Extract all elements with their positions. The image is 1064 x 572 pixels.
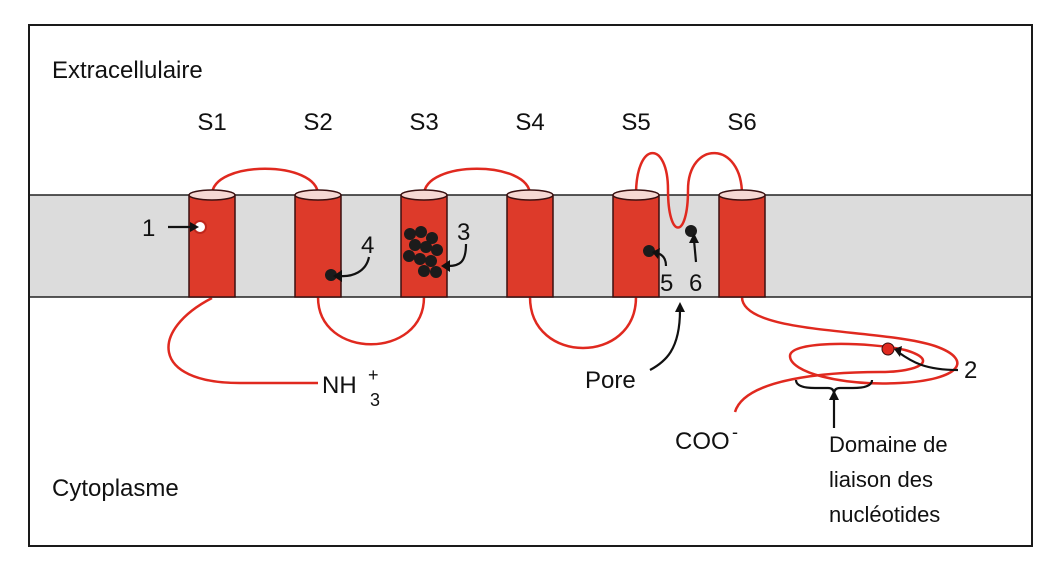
- site-arrows: [168, 225, 959, 428]
- site-label-6: 6: [689, 270, 702, 297]
- n-terminus-label: NH + 3: [322, 365, 380, 410]
- segment-label-s3: S3: [409, 109, 438, 136]
- c-terminus-label: COO -: [675, 422, 738, 455]
- site-label-5: 5: [660, 270, 673, 297]
- domain-label-line-1: Domaine de: [829, 432, 948, 457]
- site-label-1: 1: [142, 215, 155, 242]
- site-5-dot: [643, 245, 655, 257]
- extracellular-label: Extracellulaire: [52, 57, 203, 84]
- helix-s6: [718, 189, 766, 298]
- svg-text:+: +: [368, 365, 379, 385]
- helix-s1: [188, 189, 236, 298]
- site-label-3: 3: [457, 219, 470, 246]
- segment-label-s5: S5: [621, 109, 650, 136]
- helix-s2: [294, 189, 342, 298]
- site-6-dot: [685, 225, 697, 237]
- svg-text:3: 3: [370, 390, 380, 410]
- helix-s4: [506, 189, 554, 298]
- svg-text:NH: NH: [322, 372, 357, 399]
- segment-label-s6: S6: [727, 109, 756, 136]
- domain-label-line-2: liaison des: [829, 467, 933, 492]
- domain-label-line-3: nucléotides: [829, 502, 940, 527]
- svg-text:COO: COO: [675, 428, 730, 455]
- site-2-dot: [881, 342, 895, 356]
- segment-label-s1: S1: [197, 109, 226, 136]
- arrow-heads: [190, 222, 902, 400]
- segment-label-s2: S2: [303, 109, 332, 136]
- cytoplasm-label: Cytoplasme: [52, 475, 179, 502]
- pore-label: Pore: [585, 367, 636, 394]
- helix-s5: [612, 189, 660, 298]
- domain-bracket: [794, 379, 874, 395]
- site-3-cluster: [403, 226, 443, 278]
- segment-label-s4: S4: [515, 109, 544, 136]
- site-4-dot: [325, 269, 337, 281]
- polypeptide-chain: [167, 151, 959, 413]
- svg-text:-: -: [732, 422, 738, 442]
- site-label-4: 4: [361, 232, 374, 259]
- site-label-2: 2: [964, 357, 977, 384]
